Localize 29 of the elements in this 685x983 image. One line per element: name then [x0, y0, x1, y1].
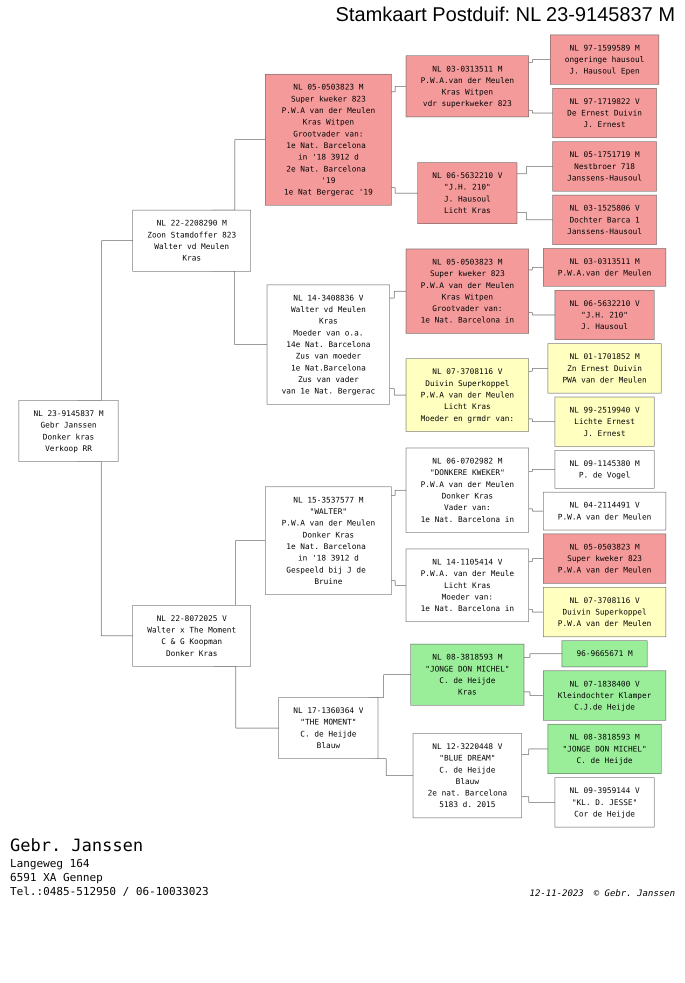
connector: [528, 608, 544, 612]
connector: [391, 86, 406, 92]
breeder-name: Gebr. Janssen: [10, 836, 144, 856]
connector: [391, 580, 406, 586]
connector: [516, 212, 553, 220]
connector: [524, 654, 562, 658]
connector: [528, 368, 548, 372]
connector: [528, 418, 556, 422]
connector: [391, 187, 418, 194]
connector: [522, 796, 556, 803]
title: Stamkaart Postduif: NL 23-9145837 M: [334, 3, 676, 28]
connector: [528, 508, 544, 512]
address-line: Tel.:0485-512950 / 06-10033023: [10, 885, 209, 898]
connector: [524, 692, 544, 696]
connector: [522, 748, 548, 755]
connector: [528, 558, 544, 562]
connector: [390, 290, 406, 298]
connector: [528, 59, 551, 63]
connector: [391, 490, 406, 496]
connector: [516, 166, 553, 174]
connector: [528, 469, 556, 472]
copyright-text: © Gebr. Janssen: [594, 889, 675, 899]
date-text: 12-11-2023: [530, 889, 584, 899]
connector: [528, 312, 556, 316]
connector: [528, 267, 544, 270]
address-line: Langeweg 164: [10, 857, 90, 870]
connector: [528, 110, 553, 114]
address-line: 6591 XA Gennep: [10, 871, 104, 884]
connector: [390, 388, 406, 396]
